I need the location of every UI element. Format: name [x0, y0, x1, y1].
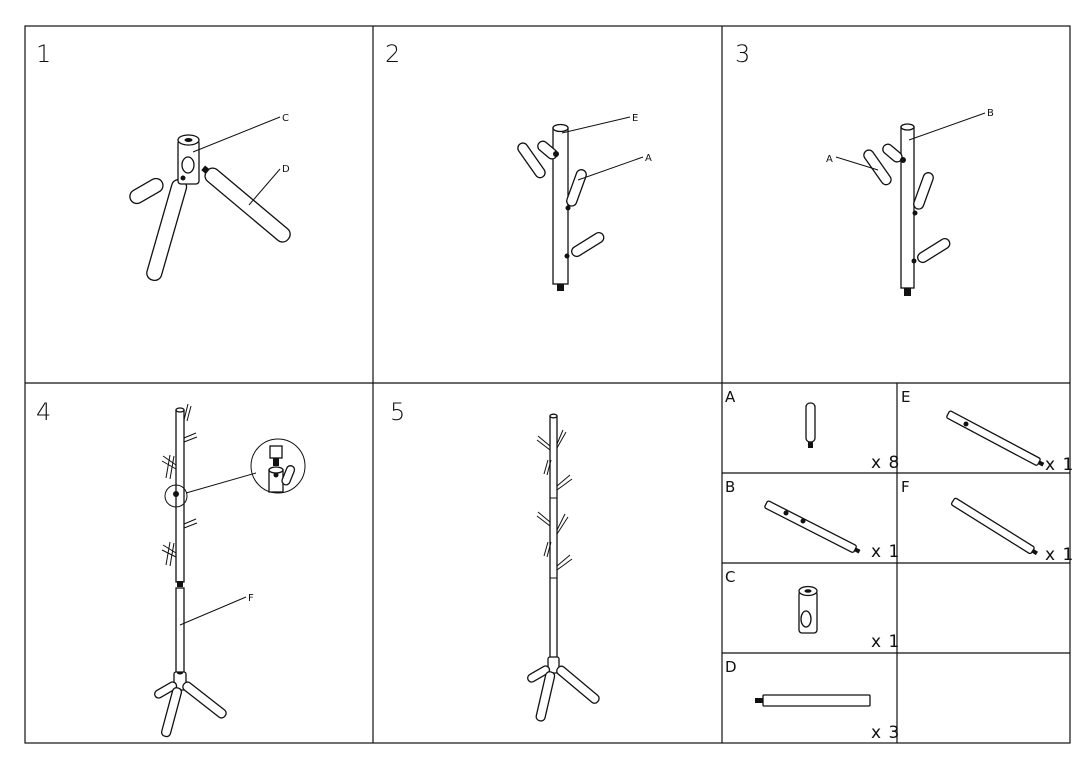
- part-c-cell: C x 1: [725, 568, 900, 652]
- part-letter-f: F: [901, 478, 910, 496]
- part-f-cell: F x 1: [901, 478, 1074, 565]
- callout-leader-e: [561, 116, 631, 134]
- part-letter-c: C: [725, 568, 735, 586]
- sheet-border: [24, 25, 1071, 744]
- part-letter-b: B: [725, 478, 735, 496]
- step-number-4: 4: [36, 398, 51, 426]
- step-5-illustration: [527, 413, 600, 722]
- callout-label-b: B: [987, 108, 994, 119]
- step-4-illustration: F: [154, 403, 306, 738]
- callout-label-f: F: [248, 593, 254, 604]
- part-qty-a: x 8: [871, 453, 900, 473]
- step-2-illustration: E A: [517, 113, 652, 291]
- part-e-cell: E x 1: [901, 388, 1074, 475]
- part-letter-e: E: [901, 388, 910, 406]
- callout-leader-a-step2: [577, 156, 644, 181]
- part-d-cell: D x 3: [725, 658, 900, 743]
- step-number-5: 5: [390, 398, 405, 426]
- part-qty-f: x 1: [1045, 545, 1074, 565]
- callout-label-e: E: [632, 113, 638, 124]
- part-qty-e: x 1: [1045, 455, 1074, 475]
- part-letter-d: D: [725, 658, 737, 676]
- part-qty-d: x 3: [871, 723, 900, 743]
- callout-leader-c: [192, 116, 281, 153]
- step-number-3: 3: [735, 40, 750, 68]
- part-a-cell: A x 8: [725, 388, 900, 473]
- part-b-cell: B x 1: [725, 478, 900, 562]
- callout-leader-d: [248, 168, 281, 206]
- callout-leader-b: [908, 112, 986, 141]
- step-1-illustration: C D: [129, 113, 291, 282]
- step-number-2: 2: [385, 40, 400, 68]
- callout-label-d: D: [282, 164, 290, 175]
- detail-zoom-circle: [250, 438, 306, 494]
- part-letter-a: A: [725, 388, 736, 406]
- step-3-illustration: B A: [826, 108, 994, 296]
- callout-label-c: C: [282, 113, 289, 124]
- part-qty-c: x 1: [871, 632, 900, 652]
- callout-label-a-step3: A: [826, 154, 833, 165]
- callout-leader-f: [179, 596, 247, 626]
- part-qty-b: x 1: [871, 542, 900, 562]
- callout-label-a-step2: A: [645, 153, 652, 164]
- step-number-1: 1: [36, 40, 51, 68]
- callout-leader-a-step3: [835, 156, 879, 171]
